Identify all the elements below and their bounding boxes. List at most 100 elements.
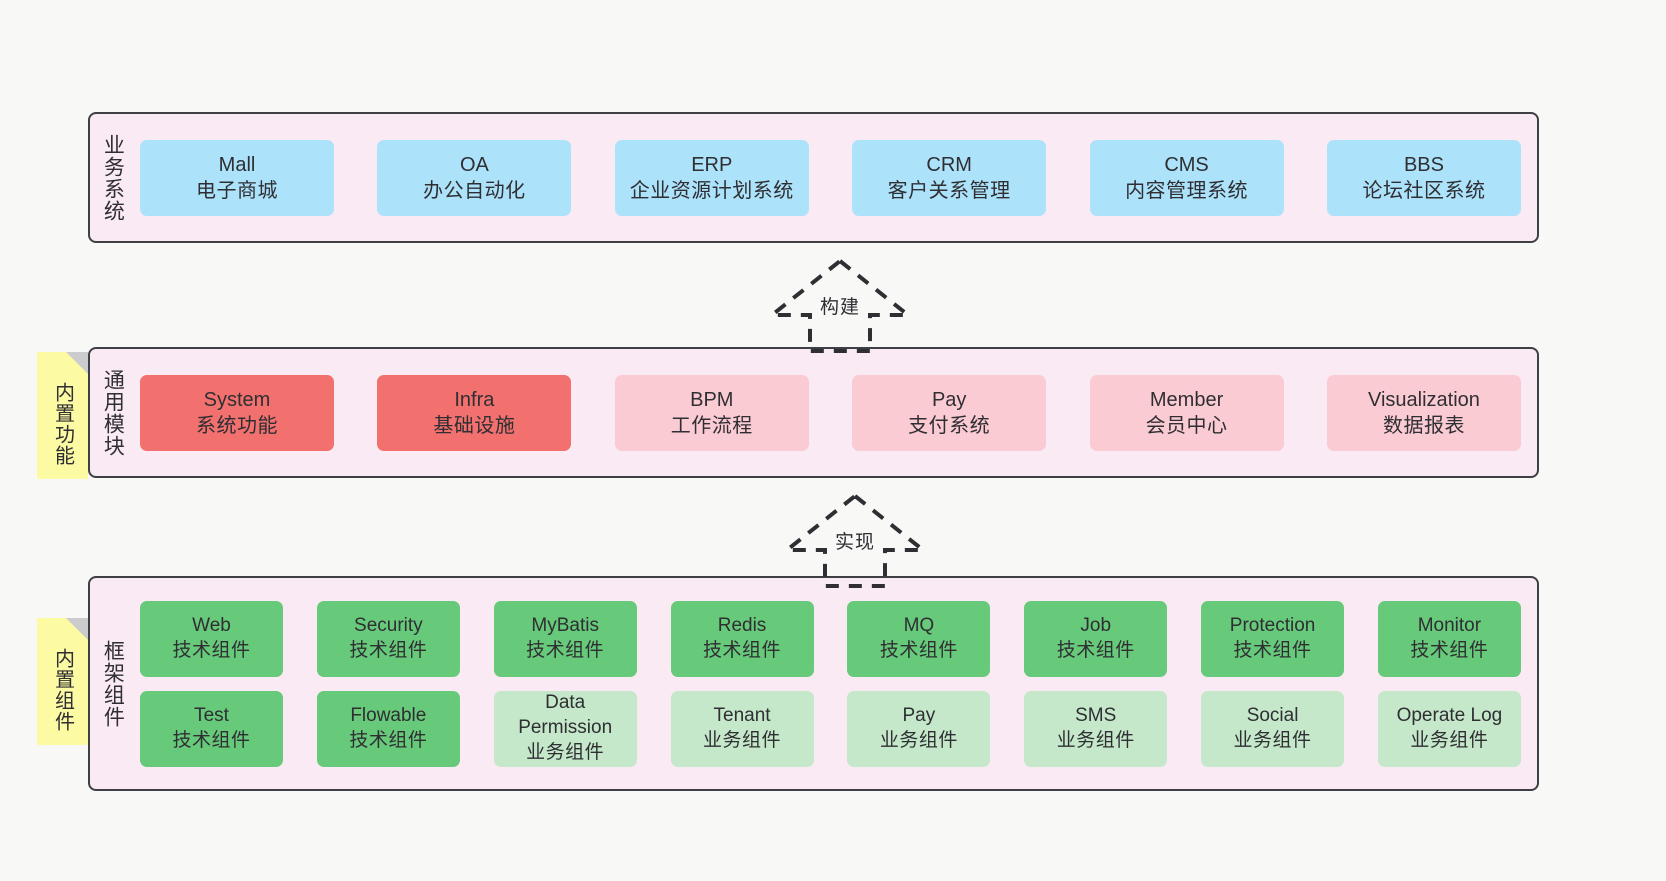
node-erp-subtitle: 企业资源计划系统	[629, 179, 794, 202]
node-test-subtitle: 技术组件	[172, 729, 251, 751]
node-security[interactable]: Security 技术组件	[316, 600, 460, 677]
node-job[interactable]: Job 技术组件	[1024, 600, 1168, 677]
build-arrow-icon	[766, 258, 914, 353]
builtin-component-note: 内置组件	[37, 618, 88, 745]
node-system-subtitle: 系统功能	[196, 414, 278, 437]
node-cms-subtitle: 内容管理系统	[1125, 179, 1249, 202]
node-security-subtitle: 技术组件	[349, 639, 428, 661]
node-mq-title: MQ	[903, 614, 935, 636]
node-mybatis[interactable]: MyBatis 技术组件	[493, 600, 637, 677]
node-pay-module-title: Pay	[931, 388, 967, 411]
node-crm-title: CRM	[926, 153, 972, 176]
node-flowable[interactable]: Flowable 技术组件	[316, 690, 460, 767]
node-pay-component-subtitle: 业务组件	[879, 729, 958, 751]
node-pay-component[interactable]: Pay 业务组件	[847, 690, 991, 767]
node-web-title: Web	[192, 614, 231, 636]
build-arrow: 构建	[760, 255, 920, 355]
layer-common-modules: 通用模块 System 系统功能 Infra 基础设施 BPM 工作流程 Pay…	[88, 347, 1539, 478]
node-visualization-subtitle: 数据报表	[1382, 414, 1465, 437]
node-social[interactable]: Social 业务组件	[1201, 690, 1345, 767]
node-protection-subtitle: 技术组件	[1233, 639, 1312, 661]
node-erp-title: ERP	[691, 153, 733, 176]
node-pay-module[interactable]: Pay 支付系统	[852, 374, 1047, 451]
node-security-title: Security	[354, 614, 423, 636]
node-tenant-title: Tenant	[713, 704, 771, 726]
node-redis-subtitle: 技术组件	[703, 639, 782, 661]
node-mall-subtitle: 电子商城	[196, 179, 278, 202]
node-bbs[interactable]: BBS 论坛社区系统	[1326, 139, 1521, 216]
framework-tech-row: Web 技术组件 Security 技术组件 MyBatis 技术组件 Redi…	[140, 600, 1521, 677]
node-job-subtitle: 技术组件	[1056, 639, 1135, 661]
builtin-function-note: 内置功能	[37, 352, 88, 479]
node-operate-log-title: Operate Log	[1396, 704, 1503, 726]
node-infra-subtitle: 基础设施	[433, 414, 516, 437]
node-system[interactable]: System 系统功能	[140, 374, 334, 451]
node-web[interactable]: Web 技术组件	[140, 600, 283, 677]
layer-body-common-modules: System 系统功能 Infra 基础设施 BPM 工作流程 Pay 支付系统…	[134, 349, 1537, 476]
layer-body-framework-components: Web 技术组件 Security 技术组件 MyBatis 技术组件 Redi…	[134, 578, 1537, 789]
node-member-subtitle: 会员中心	[1145, 414, 1228, 437]
node-bbs-subtitle: 论坛社区系统	[1362, 179, 1486, 202]
node-sms-title: SMS	[1075, 704, 1117, 726]
node-crm[interactable]: CRM 客户关系管理	[852, 139, 1047, 216]
node-visualization-title: Visualization	[1367, 388, 1480, 411]
node-infra[interactable]: Infra 基础设施	[377, 374, 572, 451]
node-monitor-title: Monitor	[1417, 614, 1482, 636]
node-member[interactable]: Member 会员中心	[1089, 374, 1284, 451]
node-monitor[interactable]: Monitor 技术组件	[1377, 600, 1521, 677]
layer-title-business-systems: 业务系统	[101, 133, 125, 222]
business-systems-row: Mall 电子商城 OA 办公自动化 ERP 企业资源计划系统 CRM 客户关系…	[140, 139, 1521, 216]
node-mall[interactable]: Mall 电子商城	[140, 139, 334, 216]
node-crm-subtitle: 客户关系管理	[887, 179, 1011, 202]
layer-business-systems: 业务系统 Mall 电子商城 OA 办公自动化 ERP 企业资源计划系统 CRM…	[88, 112, 1539, 243]
framework-business-row: Test 技术组件 Flowable 技术组件 Data Permission …	[140, 690, 1521, 767]
node-oa-subtitle: 办公自动化	[423, 179, 526, 202]
node-tenant[interactable]: Tenant 业务组件	[670, 690, 814, 767]
layer-framework-components: 框架组件 Web 技术组件 Security 技术组件 MyBatis 技术组件…	[88, 576, 1539, 791]
node-sms[interactable]: SMS 业务组件	[1024, 690, 1168, 767]
node-mq[interactable]: MQ 技术组件	[847, 600, 991, 677]
node-redis[interactable]: Redis 技术组件	[670, 600, 814, 677]
node-cms[interactable]: CMS 内容管理系统	[1089, 139, 1284, 216]
implement-arrow: 实现	[775, 490, 935, 590]
node-mybatis-subtitle: 技术组件	[526, 639, 605, 661]
node-operate-log-subtitle: 业务组件	[1410, 729, 1489, 751]
common-modules-row: System 系统功能 Infra 基础设施 BPM 工作流程 Pay 支付系统…	[140, 374, 1521, 451]
node-mybatis-title: MyBatis	[531, 614, 599, 636]
node-web-subtitle: 技术组件	[172, 639, 251, 661]
node-protection[interactable]: Protection 技术组件	[1201, 600, 1345, 677]
node-social-title: Social	[1246, 704, 1299, 726]
node-flowable-subtitle: 技术组件	[349, 729, 428, 751]
node-sms-subtitle: 业务组件	[1056, 729, 1135, 751]
node-bpm[interactable]: BPM 工作流程	[614, 374, 809, 451]
node-oa[interactable]: OA 办公自动化	[377, 139, 572, 216]
node-bpm-subtitle: 工作流程	[670, 414, 753, 437]
node-mq-subtitle: 技术组件	[879, 639, 958, 661]
node-data-permission[interactable]: Data Permission 业务组件	[493, 690, 637, 767]
node-bbs-title: BBS	[1403, 153, 1444, 176]
builtin-function-note-text: 内置功能	[51, 381, 74, 466]
node-operate-log[interactable]: Operate Log 业务组件	[1377, 690, 1521, 767]
node-protection-title: Protection	[1229, 614, 1316, 636]
builtin-component-note-text: 内置组件	[51, 647, 74, 732]
node-data-permission-title: Data Permission	[518, 692, 613, 739]
node-pay-module-subtitle: 支付系统	[908, 414, 991, 437]
node-cms-title: CMS	[1164, 153, 1209, 176]
node-bpm-title: BPM	[690, 388, 734, 411]
node-data-permission-subtitle: 业务组件	[526, 741, 605, 763]
node-test-title: Test	[194, 704, 229, 726]
implement-arrow-icon	[781, 493, 929, 588]
node-tenant-subtitle: 业务组件	[703, 729, 782, 751]
node-pay-component-title: Pay	[902, 704, 936, 726]
node-visualization[interactable]: Visualization 数据报表	[1326, 374, 1521, 451]
node-test[interactable]: Test 技术组件	[140, 690, 283, 767]
node-oa-title: OA	[459, 153, 489, 176]
layer-title-framework-components: 框架组件	[101, 639, 125, 728]
node-redis-title: Redis	[717, 614, 767, 636]
layer-title-common-modules: 通用模块	[101, 368, 125, 457]
node-monitor-subtitle: 技术组件	[1410, 639, 1489, 661]
node-erp[interactable]: ERP 企业资源计划系统	[614, 139, 809, 216]
node-member-title: Member	[1149, 388, 1224, 411]
node-mall-title: Mall	[218, 153, 256, 176]
